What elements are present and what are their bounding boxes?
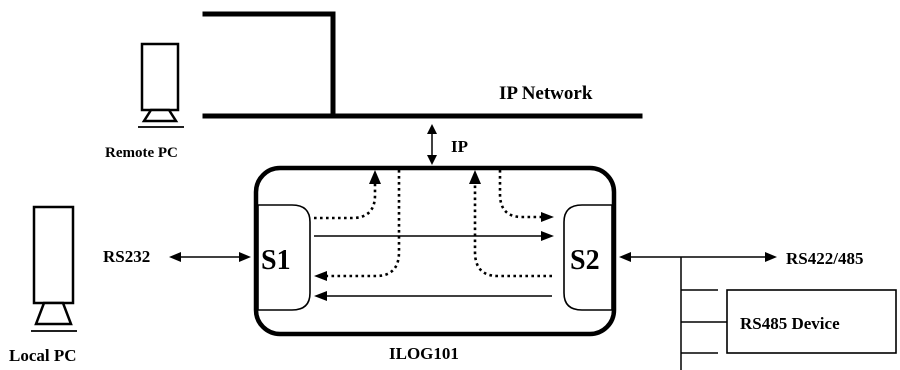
flow-s1-to-ip-arrow-icon [369,170,381,184]
flow-s2-to-ip-arrow-icon [469,170,481,184]
ilog-port-s2-label: S2 [570,245,600,276]
rs485-device-label: RS485 Device [740,314,840,333]
local-pc: Local PC [9,205,77,365]
flow-ip-to-s2-arrow-icon [541,212,554,222]
rs485-arrow-left-icon [619,252,631,262]
remote-pc-label: Remote PC [105,145,178,161]
rs485-arrow-right-icon [765,252,777,262]
flow-s1-to-s2-arrow-icon [541,231,554,241]
flow-s1-to-ip-path [314,182,377,220]
rs485-bus: RS422/485 [619,249,863,370]
rs485-device: RS485 Device [726,289,897,354]
remote-pc-tower-icon [140,42,180,112]
local-pc-tower-icon [32,205,75,305]
rs232-label: RS232 [103,247,150,266]
ip-network: IP Network [202,11,643,119]
remote-pc: Remote PC [105,42,184,161]
ilog-port-s1 [257,204,311,311]
flow-s2-to-ip-path [473,182,552,278]
local-pc-label: Local PC [9,346,77,365]
ip-link-arrow-up-icon [427,124,437,134]
flow-ip-to-s1-path [326,170,401,278]
ilog-label: ILOG101 [389,344,459,363]
rs232-link: RS232 [103,247,251,266]
ilog-port-s2 [563,204,613,311]
ip-network-label: IP Network [499,83,593,104]
rs232-arrow-left-icon [169,252,181,262]
rs232-arrow-right-icon [239,252,251,262]
rs485-device-box [726,289,897,354]
flow-ip-to-s2-path [498,170,541,219]
ip-link: IP [427,124,468,165]
ip-link-arrow-down-icon [427,155,437,165]
ilog-port-s1-label: S1 [261,245,291,276]
local-pc-stand-icon [34,301,73,326]
ilog-enclosure [253,165,617,337]
rs485-bus-label: RS422/485 [786,249,863,268]
flow-ip-to-s1-arrow-icon [314,271,327,281]
ip-link-label: IP [451,137,468,156]
ilog-unit: S1 S2 ILOG101 [253,165,617,363]
flow-s2-to-s1-arrow-icon [314,291,327,301]
remote-pc-stand-icon [141,108,179,123]
